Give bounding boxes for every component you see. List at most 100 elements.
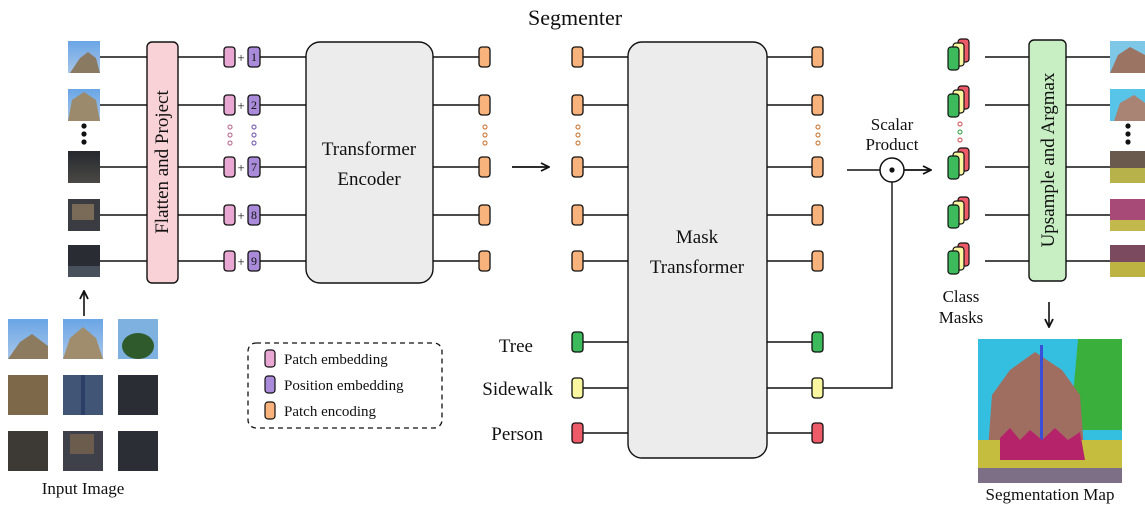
mask-connectors xyxy=(985,56,1029,262)
patch-encoding-token xyxy=(571,94,584,116)
segmentation-map-caption: Segmentation Map xyxy=(986,485,1115,504)
ellipsis-dot xyxy=(815,132,821,138)
upsample-output-connectors xyxy=(1066,56,1110,262)
output-patch-detail xyxy=(1110,262,1145,277)
decoder-output-tokens xyxy=(811,46,824,444)
ellipsis-dot xyxy=(1125,139,1131,145)
ellipsis-dot xyxy=(482,140,488,146)
ellipsis-dot xyxy=(575,132,581,138)
patch-embedding-token xyxy=(223,204,236,226)
scalar-product-dot xyxy=(889,167,895,173)
class-token-person xyxy=(571,422,584,444)
input-tile-detail xyxy=(8,334,48,359)
patch-embedding-token xyxy=(223,94,236,116)
transformer-encoder-block xyxy=(305,41,434,284)
output-patch-column xyxy=(1110,41,1145,277)
segmentation-tree-region xyxy=(1070,339,1122,430)
patch-encoding-token xyxy=(478,204,491,226)
ellipsis-dot xyxy=(815,124,821,130)
legend-swatch-patch-embedding xyxy=(264,349,276,368)
embedding-row-9: + 9 xyxy=(223,250,261,272)
scalar-product-label-line2: Product xyxy=(866,135,919,154)
patch-encoding-token xyxy=(478,156,491,178)
patch-encoding-token xyxy=(571,250,584,272)
ellipsis-dot xyxy=(81,123,87,129)
output-patch-detail xyxy=(1110,47,1145,73)
patch-encoding-token xyxy=(571,46,584,68)
position-index: 9 xyxy=(251,254,257,268)
patch-encoding-token xyxy=(571,156,584,178)
input-connectors xyxy=(100,56,147,262)
input-tile xyxy=(8,375,48,415)
ellipsis-dot xyxy=(482,124,488,130)
position-index: 8 xyxy=(251,208,257,222)
legend-swatch-patch-encoding xyxy=(264,401,276,420)
embedding-row-1: + 1 xyxy=(223,46,261,68)
input-patch-column xyxy=(68,41,100,277)
ellipsis-dot xyxy=(575,140,581,146)
segmentation-building-region xyxy=(988,352,1084,450)
embedding-connectors xyxy=(260,56,306,262)
embedding-row-8: + 8 xyxy=(223,204,261,226)
patch-encoding-token xyxy=(571,204,584,226)
embedding-row-7: + 7 xyxy=(223,156,261,178)
encoder-output-connectors xyxy=(433,56,479,262)
class-embedding-tree xyxy=(811,331,824,353)
flatten-project-label: Flatten and Project xyxy=(152,90,173,234)
patch-encoding-token xyxy=(478,46,491,68)
plus-sign: + xyxy=(237,160,244,175)
decoder-input-tokens xyxy=(571,46,584,444)
class-mask-stack xyxy=(947,38,970,71)
encoder-label-line1: Transformer xyxy=(322,139,417,160)
legend-label-position-embedding: Position embedding xyxy=(284,378,404,394)
mask-transformer-label-line2: Transformer xyxy=(650,257,745,278)
patch-encoding-token xyxy=(478,94,491,116)
patch-embedding-token xyxy=(223,250,236,272)
flatten-connectors xyxy=(178,56,224,262)
class-label-person: Person xyxy=(491,424,543,445)
plus-sign: + xyxy=(237,208,244,223)
patch-embedding-token xyxy=(223,46,236,68)
class-mask-stack xyxy=(947,196,970,229)
patch-encoding-token xyxy=(811,204,824,226)
patch-1-building xyxy=(70,52,100,73)
output-patch-detail xyxy=(1110,220,1145,231)
input-tile xyxy=(118,375,158,415)
input-tile-tree xyxy=(122,333,154,359)
patch-embedding-token xyxy=(223,156,236,178)
input-tile-people xyxy=(70,434,94,454)
input-patch-7 xyxy=(68,151,100,183)
patch-encoding-token xyxy=(478,250,491,272)
legend-label-patch-embedding: Patch embedding xyxy=(284,352,388,368)
ellipsis-dot xyxy=(1125,131,1131,137)
encoder-label-line2: Encoder xyxy=(337,169,401,190)
patch-encoding-token xyxy=(811,94,824,116)
ellipsis-dot xyxy=(1125,123,1131,129)
class-label-tree: Tree xyxy=(499,336,533,357)
ellipsis-dot xyxy=(575,124,581,130)
decoder-output-connectors xyxy=(767,56,812,434)
embedding-tokens: + 1 + 2 + 7 + 8 xyxy=(223,46,261,272)
legend: Patch embedding Position embedding Patch… xyxy=(247,342,443,429)
segmentation-pole xyxy=(1040,345,1043,445)
upsample-argmax-label: Upsample and Argmax xyxy=(1038,72,1059,247)
patch-encoding-token xyxy=(811,46,824,68)
patch-2-building xyxy=(68,92,100,121)
input-tile xyxy=(118,431,158,471)
class-label-sidewalk: Sidewalk xyxy=(482,379,553,400)
mask-transformer-block xyxy=(627,41,768,459)
class-embedding-sidewalk xyxy=(811,377,824,399)
ellipsis-dot xyxy=(482,132,488,138)
class-masks-label-line2: Masks xyxy=(939,308,983,327)
legend-label-patch-encoding: Patch encoding xyxy=(284,404,377,420)
input-image-grid xyxy=(8,319,158,471)
output-patch-detail xyxy=(1110,168,1145,183)
class-mask-stacks xyxy=(947,38,970,275)
segmentation-map-image xyxy=(978,339,1122,483)
input-image-caption: Input Image xyxy=(42,479,125,498)
class-token-sidewalk xyxy=(571,377,584,399)
input-tile-detail xyxy=(63,327,103,359)
plus-sign: + xyxy=(237,254,244,269)
scalar-product-label-line1: Scalar xyxy=(871,115,914,134)
input-tile-pole xyxy=(81,375,85,415)
